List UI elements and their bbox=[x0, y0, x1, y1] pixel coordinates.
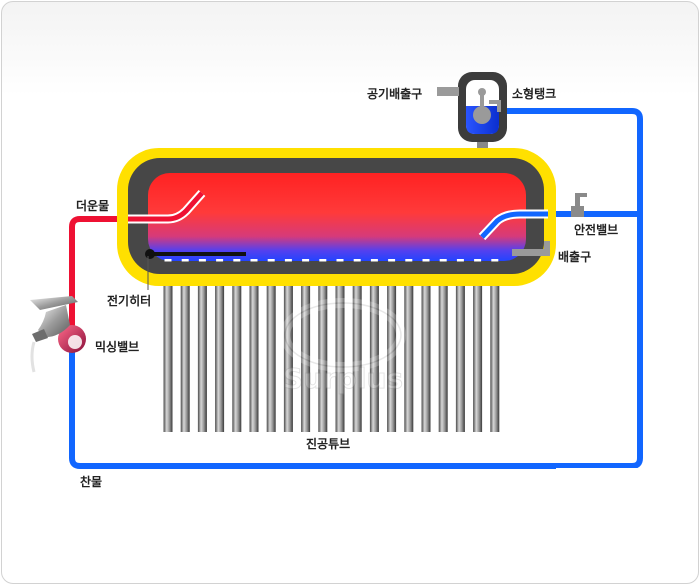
tube-socket bbox=[370, 259, 378, 262]
vacuum-tube bbox=[369, 262, 379, 432]
vacuum-tube bbox=[215, 262, 225, 432]
faucet-icon bbox=[30, 296, 78, 373]
label-cold-water: 찬물 bbox=[80, 475, 103, 489]
vacuum-tube bbox=[473, 262, 483, 432]
vacuum-tube bbox=[249, 262, 259, 432]
tube-socket bbox=[164, 259, 172, 262]
label-safety-valve: 안전밸브 bbox=[574, 223, 619, 237]
tube-socket bbox=[491, 259, 499, 262]
air-vent bbox=[437, 87, 459, 96]
vacuum-tube bbox=[387, 262, 397, 432]
vacuum-tube bbox=[455, 262, 465, 432]
vacuum-tube bbox=[232, 262, 242, 432]
tube-socket bbox=[267, 259, 275, 262]
tube-socket bbox=[456, 259, 464, 262]
label-hot-water: 더운물 bbox=[76, 199, 110, 213]
tube-socket-row bbox=[164, 259, 499, 262]
vacuum-tube bbox=[421, 262, 431, 432]
tube-socket bbox=[474, 259, 482, 262]
vacuum-tube-array bbox=[163, 262, 500, 432]
tube-socket bbox=[388, 259, 396, 262]
label-drain: 배출구 bbox=[558, 250, 592, 264]
label-small-tank: 소형탱크 bbox=[512, 87, 557, 101]
vacuum-tube bbox=[180, 262, 190, 432]
drain-pipe bbox=[512, 241, 550, 256]
label-air-vent: 공기배출구 bbox=[367, 87, 423, 101]
vacuum-tube bbox=[318, 262, 328, 432]
safety-valve bbox=[571, 193, 587, 217]
tube-socket bbox=[302, 259, 310, 262]
tube-socket bbox=[250, 259, 258, 262]
label-electric-heater: 전기히터 bbox=[107, 294, 152, 308]
tube-socket bbox=[353, 259, 361, 262]
vacuum-tube bbox=[163, 262, 173, 432]
vacuum-tube bbox=[352, 262, 362, 432]
small-tank bbox=[458, 72, 507, 142]
label-mixing-valve: 믹싱밸브 bbox=[95, 340, 140, 354]
tube-socket bbox=[198, 259, 206, 262]
watermark-text: Surplus bbox=[283, 362, 403, 395]
cold-water-pipe bbox=[69, 108, 643, 469]
vacuum-tube bbox=[335, 262, 345, 432]
mixing-valve bbox=[58, 325, 86, 353]
surplus-watermark: Surplus bbox=[280, 298, 406, 396]
tube-socket bbox=[181, 259, 189, 262]
vacuum-tube bbox=[438, 262, 448, 432]
vacuum-tube bbox=[490, 262, 500, 432]
tube-socket bbox=[422, 259, 430, 262]
tube-socket bbox=[405, 259, 413, 262]
vacuum-tube bbox=[404, 262, 414, 432]
frame-notch bbox=[556, 468, 646, 490]
vacuum-tube bbox=[197, 262, 207, 432]
tube-socket bbox=[284, 259, 292, 262]
tube-socket bbox=[336, 259, 344, 262]
tube-socket bbox=[439, 259, 447, 262]
vacuum-tube bbox=[266, 262, 276, 432]
tube-socket bbox=[216, 259, 224, 262]
tube-socket bbox=[233, 259, 241, 262]
tube-socket bbox=[319, 259, 327, 262]
label-vacuum-tube: 진공튜브 bbox=[306, 437, 351, 451]
vacuum-tube bbox=[301, 262, 311, 432]
tank-water bbox=[148, 173, 526, 261]
vacuum-tube bbox=[283, 262, 293, 432]
hot-water-pipe bbox=[69, 216, 128, 330]
